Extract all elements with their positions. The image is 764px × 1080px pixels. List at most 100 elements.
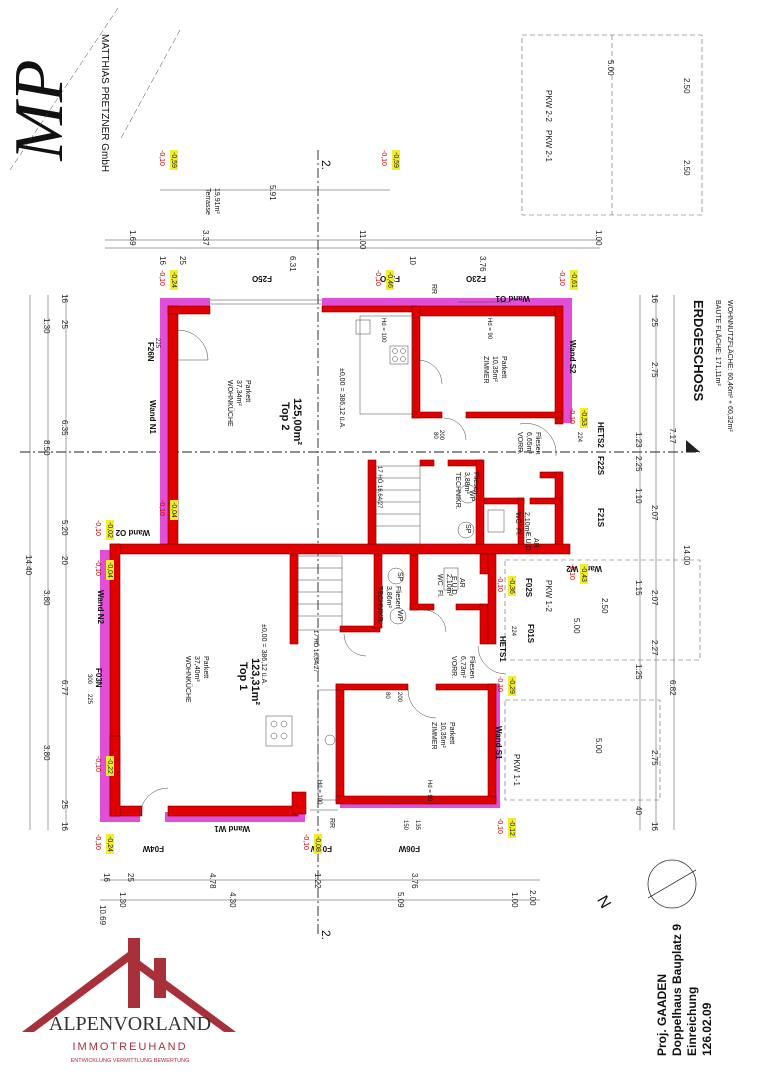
level-value: -0,10 xyxy=(158,150,165,166)
room-area: 37,40m² xyxy=(193,656,200,682)
level-value: -0,10 xyxy=(558,270,565,286)
room-floor: Parkett xyxy=(448,722,455,744)
dim-label: 3.76 xyxy=(410,873,419,889)
parking-label: PKW 1-2 xyxy=(544,580,553,613)
floor-living-area: WOHNNUTZFLÄCHE: 60,46m² + 60,32m² xyxy=(726,300,734,432)
dim-label: 8.50 xyxy=(42,440,51,456)
north-arrow: N xyxy=(595,859,697,911)
room-name: WC xyxy=(514,512,521,524)
room-name: WC xyxy=(436,574,443,586)
parking-label: PKW 2-2 xyxy=(544,90,553,123)
dim-label: 16 xyxy=(650,822,659,831)
room-area: 19,91m² xyxy=(213,188,220,214)
stair-label: 17 HÖ 16,64/27 xyxy=(376,466,383,509)
room-area: 3,86m² xyxy=(385,586,392,608)
room-area: 2,10m² xyxy=(445,574,452,596)
level-value: -0,53 xyxy=(580,410,587,426)
dim-label: 16 xyxy=(158,256,167,265)
parking-dim: 2.50 xyxy=(682,160,691,176)
parking-dim: 5.00 xyxy=(606,60,615,76)
level-value: -0,10 xyxy=(94,560,101,576)
room-area: 10,35m² xyxy=(491,356,498,382)
dim-label: 1.25 xyxy=(634,664,643,680)
room-name: TECHNIKR. xyxy=(454,472,461,510)
door-dim: 300 xyxy=(86,674,92,685)
room-area: 2,10m² xyxy=(523,512,530,534)
level-value: -0,46 xyxy=(386,272,393,288)
stair xyxy=(297,555,343,631)
fixture-label: SP xyxy=(464,524,471,534)
dim-label: 1.15 xyxy=(634,580,643,596)
level-value: -0,10 xyxy=(158,270,165,286)
room-name: WOHNKÜCHE xyxy=(226,380,234,427)
room-floor: Fliesen xyxy=(394,586,401,609)
wall-label: Wand N1 xyxy=(148,400,157,434)
room-name: ZIMMER xyxy=(430,722,437,750)
project-subtitle: Doppelhaus Bauplatz 9 xyxy=(670,924,684,1056)
dim-label: 6.35 xyxy=(60,420,69,436)
level-markers: -0,10 -0,59 -0,10 -0,59 -0,10 -0,24 -0,1… xyxy=(94,150,588,854)
dim-label: 1.22 xyxy=(313,873,322,889)
chimney-icon xyxy=(128,938,140,1008)
dim-label: 2.75 xyxy=(650,362,659,378)
dimension-chains: 1.00 1.69 3.37 5.91 6.31 3.76 11.00 25 1… xyxy=(24,185,691,926)
parking-label: PKW 2-1 xyxy=(544,130,553,163)
project-name: Proj. GAADEN xyxy=(655,974,669,1056)
unit-level: ±0,00 = 386,12 ü.A. xyxy=(260,624,267,685)
house-roof-icon xyxy=(22,952,236,1032)
dim-label: 2.07 xyxy=(650,505,659,521)
level-value: -0,36 xyxy=(508,578,515,594)
dim-label: 1.30 xyxy=(42,318,51,334)
level-value: -0,59 xyxy=(392,152,399,168)
dim-label: 5.09 xyxy=(396,892,405,908)
dim-label: 25 xyxy=(60,320,69,329)
level-value: -0,24 xyxy=(170,272,177,288)
company-monogram: MP xyxy=(1,59,78,161)
room-area: 6,65m² xyxy=(525,432,532,454)
dim-label: 14.00 xyxy=(682,545,691,566)
room-area: 3,88m² xyxy=(463,472,470,494)
building-walls xyxy=(100,298,572,822)
dim-label: 1.00 xyxy=(510,892,519,908)
window-label: F26N xyxy=(146,342,155,362)
dim-label: 3.80 xyxy=(42,590,51,606)
window-label: F02S xyxy=(524,578,533,598)
room-name: WOHNKÜCHE xyxy=(184,656,192,703)
unit-level: ±0,00 = 386,12 ü.A. xyxy=(338,368,345,429)
fixture-label: E.U.D. xyxy=(450,576,457,597)
door-dim: 80 xyxy=(432,432,438,439)
company-logo: MP MATTHIAS PRETZNER GmbH xyxy=(1,7,181,172)
fixture-label: WP xyxy=(396,610,403,622)
door-dim: 224 xyxy=(576,432,582,443)
door-dim: 80 xyxy=(384,692,390,699)
floor-title: ERDGESCHOSS xyxy=(691,300,706,401)
window-label: F03N xyxy=(94,668,103,688)
unit-area: 125,00m² xyxy=(291,398,303,445)
level-value: -0,10 xyxy=(302,834,309,850)
dim-label: 1.10 xyxy=(634,488,643,504)
brand-tagline: ENTWICKLUNG VERMITTLUNG BEWERTUNG xyxy=(71,1058,190,1064)
level-value: -0,59 xyxy=(170,152,177,168)
dim-label: 10.69 xyxy=(98,905,107,926)
level-value: -0,04 xyxy=(106,562,113,578)
room-floor: Parkett xyxy=(244,380,251,402)
parking-dim: 2.50 xyxy=(600,598,609,614)
dim-label: 1.23 xyxy=(634,432,643,448)
hets-label: HETS2 xyxy=(596,422,605,448)
room-floor: Parkett xyxy=(500,356,507,378)
dim-label: 6.82 xyxy=(668,680,677,696)
fixture-label: E.U.D. xyxy=(524,532,531,553)
dim-label: 16 xyxy=(102,873,111,882)
dim-label: 40 xyxy=(634,806,643,815)
wall-label: Wand N2 xyxy=(96,590,105,624)
dim-label: 25 xyxy=(178,256,187,265)
level-value: -0,43 xyxy=(580,566,587,582)
window-label: F06W xyxy=(398,844,420,853)
room-floor: Fl. xyxy=(436,590,443,598)
brand-logo: ALPENVORLAND IMMOTREUHAND ENTWICKLUNG VE… xyxy=(22,938,236,1064)
level-value: -0,10 xyxy=(374,270,381,286)
level-value: -0,29 xyxy=(508,678,515,694)
door-dim: 225 xyxy=(86,694,92,705)
wall-label: Wand S1 xyxy=(494,726,503,760)
